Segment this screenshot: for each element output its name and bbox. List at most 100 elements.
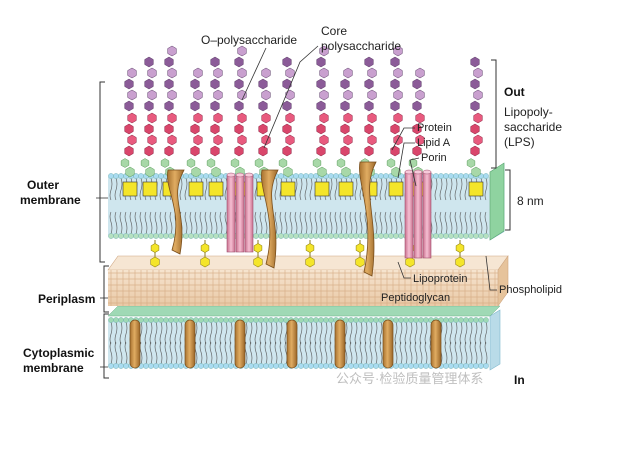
phospholipid-head bbox=[158, 233, 164, 239]
phospholipid-head bbox=[293, 233, 299, 239]
lipid-tail bbox=[454, 211, 458, 235]
phospholipid-head bbox=[173, 363, 179, 369]
lipoprotein-leader bbox=[397, 261, 411, 279]
lipid-tail bbox=[179, 177, 183, 201]
phospholipid-head bbox=[303, 363, 309, 369]
phospholipid-head bbox=[393, 233, 399, 239]
lps-molecule bbox=[206, 56, 224, 197]
lipid-tail bbox=[359, 211, 363, 235]
lipid-tail bbox=[319, 321, 323, 345]
phospholipid-head bbox=[108, 363, 114, 369]
lipid-tail bbox=[424, 341, 428, 365]
lipid-tail bbox=[384, 211, 388, 235]
phospholipid-head bbox=[328, 233, 334, 239]
lipid-tail bbox=[259, 321, 263, 345]
phospholipid-head bbox=[453, 173, 459, 179]
cytoplasmic-membrane-protein bbox=[184, 319, 196, 369]
phospholipid-head bbox=[173, 317, 179, 323]
phospholipid-head bbox=[433, 233, 439, 239]
phospholipid-head bbox=[483, 317, 489, 323]
phospholipid-head bbox=[288, 233, 294, 239]
inner-core-sugar bbox=[254, 158, 264, 168]
phospholipid-head bbox=[153, 317, 159, 323]
lipid-tail bbox=[279, 321, 283, 345]
lipid-tail bbox=[219, 211, 223, 235]
porin-leader bbox=[409, 157, 420, 187]
phospholipid-head bbox=[398, 363, 404, 369]
phospholipid-head bbox=[298, 363, 304, 369]
lipid-tail bbox=[379, 177, 383, 201]
phospholipid-head bbox=[153, 233, 159, 239]
phospholipid-head bbox=[328, 173, 334, 179]
phospholipid-head bbox=[138, 233, 144, 239]
lipid-tail bbox=[309, 321, 313, 345]
phospholipid-head bbox=[148, 317, 154, 323]
phospholipid-head bbox=[108, 173, 114, 179]
lipid-tail bbox=[279, 341, 283, 365]
lps-label-line2: saccharide bbox=[504, 120, 562, 134]
phospholipid-head bbox=[113, 363, 119, 369]
phospholipid-head bbox=[163, 233, 169, 239]
lipid-tail bbox=[444, 341, 448, 365]
lipid-tail bbox=[449, 341, 453, 365]
lipid-tail bbox=[204, 177, 208, 201]
phospholipid-head bbox=[453, 233, 459, 239]
phospholipid-head bbox=[348, 233, 354, 239]
lps-molecule bbox=[140, 56, 158, 197]
phospholipid-head bbox=[118, 363, 124, 369]
lipid-a bbox=[338, 181, 354, 197]
lipid-tail bbox=[134, 211, 138, 235]
lipid-tail bbox=[299, 321, 303, 345]
phospholipid-head bbox=[473, 317, 479, 323]
phospholipid-head bbox=[318, 233, 324, 239]
outer-membrane-label-line1: Outer bbox=[27, 178, 59, 192]
lipid-tail bbox=[414, 321, 418, 345]
lipid-tail bbox=[404, 341, 408, 365]
phospholipid-head bbox=[463, 363, 469, 369]
o-polysaccharide-sugar bbox=[319, 67, 329, 79]
o-polysaccharide-sugar bbox=[261, 67, 271, 79]
phospholipid-head bbox=[368, 317, 374, 323]
lps-molecule bbox=[336, 67, 354, 197]
porin-strand bbox=[422, 171, 432, 259]
lipid-tail bbox=[349, 211, 353, 235]
porin-top bbox=[404, 169, 414, 175]
lipid-tail bbox=[299, 177, 303, 201]
lipid-tail bbox=[454, 177, 458, 201]
phospholipid-head bbox=[168, 233, 174, 239]
lipid-tail bbox=[364, 211, 368, 235]
cytoplasmic-membrane-bracket bbox=[103, 313, 109, 379]
lipid-tail bbox=[469, 341, 473, 365]
phospholipid-head bbox=[253, 173, 259, 179]
core-polysaccharide-sugar bbox=[282, 145, 292, 157]
lipoprotein bbox=[200, 243, 210, 253]
core-polysaccharide-sugar bbox=[127, 112, 137, 124]
phospholipid-head bbox=[388, 233, 394, 239]
lipid-tail bbox=[459, 341, 463, 365]
cytoplasmic-membrane-protein bbox=[382, 319, 394, 369]
lipid-tail bbox=[209, 211, 213, 235]
lipid-tail bbox=[249, 321, 253, 345]
phospholipid-head bbox=[148, 363, 154, 369]
phospholipid-head bbox=[323, 317, 329, 323]
lipoprotein bbox=[305, 256, 315, 268]
phospholipid-head bbox=[218, 363, 224, 369]
lipid-tail bbox=[224, 321, 228, 345]
core-polysaccharide-sugar bbox=[412, 145, 422, 157]
peptidoglycan-label: Peptidoglycan bbox=[381, 292, 450, 304]
lipid-tail bbox=[479, 341, 483, 365]
lipid-tail bbox=[254, 211, 258, 235]
phospholipid-head bbox=[138, 173, 144, 179]
cytoplasmic-membrane-label-line1: Cytoplasmic bbox=[23, 346, 95, 360]
phospholipid-head bbox=[208, 233, 214, 239]
lps-label-line3: (LPS) bbox=[504, 135, 535, 149]
lipid-tail bbox=[464, 341, 468, 365]
phospholipid-head bbox=[313, 363, 319, 369]
lipid-tail bbox=[159, 341, 163, 365]
lipid-a-leader bbox=[397, 142, 415, 179]
phospholipid-head bbox=[333, 233, 339, 239]
inner-core-sugar bbox=[160, 158, 170, 168]
o-polysaccharide-sugar bbox=[367, 89, 377, 101]
lipid-tail bbox=[309, 177, 313, 201]
lipid-tail bbox=[304, 341, 308, 365]
